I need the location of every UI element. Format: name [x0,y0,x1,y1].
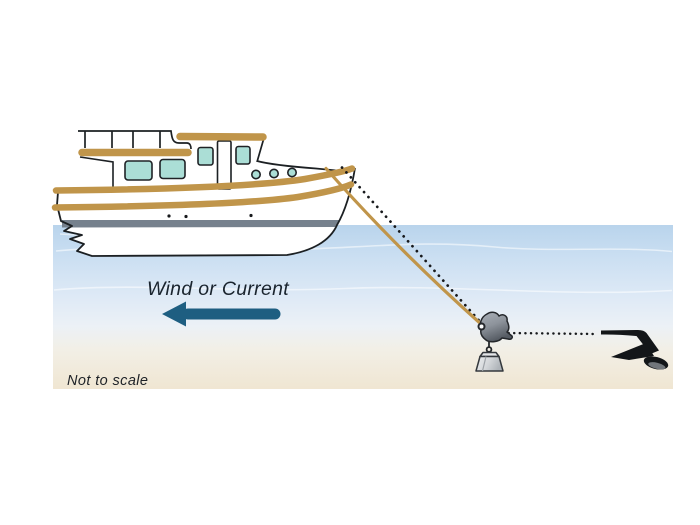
kellet-weight [475,351,504,372]
kellet-retrieval-rope [324,166,483,326]
wind-current-label: Wind or Current [147,278,290,300]
weight-front-face [475,355,504,372]
rode-bow-to-kellet [340,166,481,322]
arrow-head [162,301,186,327]
sheer-rail-lower [51,181,355,211]
flybridge-railing [78,130,192,150]
cabin-windows [124,145,297,181]
pilothouse-window [197,146,214,166]
anchor-shank [601,330,659,354]
pilothouse-window [235,145,251,165]
kellet-rope-eye [477,322,486,331]
pilothouse-door [216,140,232,190]
lower-cabin-front-outline [79,156,114,188]
anchor-shoe-highlight [648,362,666,370]
hull-outline [56,167,356,257]
cabin-window [124,160,153,181]
teak-rails [51,132,356,211]
hull-waterline-stripe [62,220,339,228]
porthole [251,169,262,180]
sheer-rail-upper [52,165,356,194]
kellet-slider [479,311,513,343]
pilothouse-front-outline [256,139,265,163]
trawler-boat [51,130,356,257]
anchor-fluke [611,343,654,360]
anchor-rode-dotted-line [340,166,599,336]
porthole [286,167,297,178]
rode-kellet-to-anchor [501,331,599,336]
wind-current-arrow [162,301,281,327]
pilothouse-roof-rail [176,132,267,141]
wave-line [53,286,673,294]
bow-bulwark-outline [256,160,341,172]
kellet [475,311,513,372]
weight-facet-line [481,356,487,372]
cabin-window [159,158,186,180]
plow-anchor [601,330,669,370]
not-to-scale-label: Not to scale [67,373,148,389]
porthole [268,168,279,179]
hull-dots [167,213,253,219]
